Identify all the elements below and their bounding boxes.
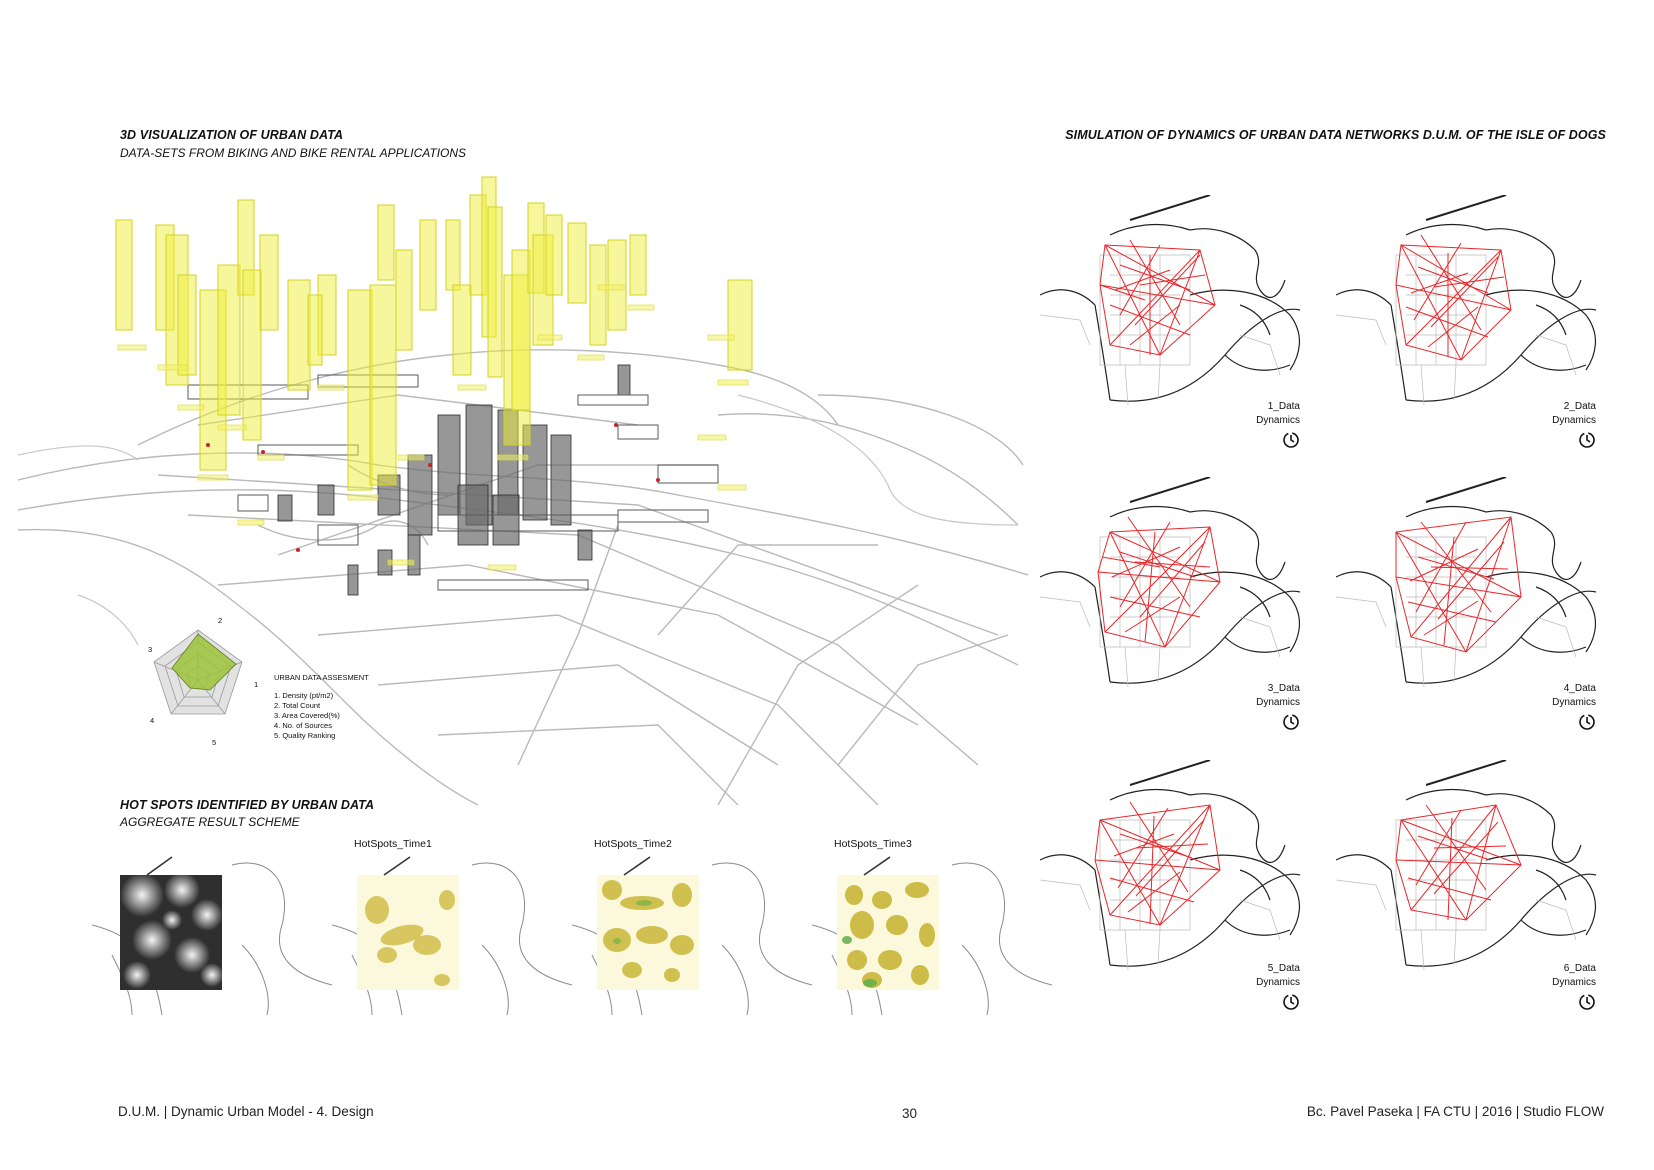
network-label-line1: 5_Data xyxy=(1267,963,1300,974)
network-map-5 xyxy=(1040,760,1301,971)
radar-axis-label-1: 1 xyxy=(254,680,259,689)
network-map-4 xyxy=(1336,477,1597,688)
network-label-5: 5_Data Dynamics xyxy=(1220,962,1300,990)
yellow-data-slabs xyxy=(117,284,749,571)
assessment-item: 5. Quality Ranking xyxy=(274,731,336,740)
red-data-points xyxy=(206,423,660,552)
network-map-3 xyxy=(1040,477,1301,688)
network-label-line2: Dynamics xyxy=(1256,977,1300,988)
network-label-3: 3_Data Dynamics xyxy=(1220,682,1300,710)
hotspot-map-time3 xyxy=(812,856,1052,1015)
footer-right: Bc. Pavel Paseka | FA CTU | 2016 | Studi… xyxy=(1306,1104,1604,1119)
network-label-1: 1_Data Dynamics xyxy=(1220,400,1300,428)
assessment-legend: URBAN DATA ASSESMENT 1. Density (pt/m2) … xyxy=(274,673,369,741)
network-label-line1: 3_Data xyxy=(1267,683,1300,694)
network-label-4: 4_Data Dynamics xyxy=(1516,682,1596,710)
clock-icon xyxy=(1579,432,1595,448)
assessment-item: 3. Area Covered(%) xyxy=(274,711,340,720)
urban-data-radar-chart xyxy=(153,629,243,715)
radar-axis-label-5: 5 xyxy=(212,738,217,747)
network-label-line2: Dynamics xyxy=(1256,415,1300,426)
network-edges xyxy=(1395,804,1522,921)
network-edges xyxy=(1099,239,1216,356)
network-map-6 xyxy=(1336,760,1597,971)
assessment-title: URBAN DATA ASSESMENT xyxy=(274,673,369,682)
clock-icon xyxy=(1283,432,1299,448)
network-label-line1: 1_Data xyxy=(1267,401,1300,412)
network-label-line2: Dynamics xyxy=(1552,697,1596,708)
right-section-title: SIMULATION OF DYNAMICS OF URBAN DATA NET… xyxy=(1065,128,1606,142)
network-map-2 xyxy=(1336,195,1597,406)
assessment-item: 2. Total Count xyxy=(274,701,321,710)
network-label-line1: 4_Data xyxy=(1563,683,1596,694)
clock-icon xyxy=(1283,994,1299,1010)
left-section-subtitle: DATA-SETS FROM BIKING AND BIKE RENTAL AP… xyxy=(120,146,467,160)
urban-3d-visualization xyxy=(18,176,1028,805)
gray-buildings xyxy=(277,364,631,596)
network-label-line1: 6_Data xyxy=(1563,963,1596,974)
footer-left: D.U.M. | Dynamic Urban Model - 4. Design xyxy=(118,1104,374,1119)
clock-icon xyxy=(1579,994,1595,1010)
network-label-line2: Dynamics xyxy=(1552,415,1596,426)
network-label-line2: Dynamics xyxy=(1256,697,1300,708)
assessment-item: 4. No. of Sources xyxy=(274,721,332,730)
radar-axis-label-3: 3 xyxy=(148,645,153,654)
clock-icon xyxy=(1283,714,1299,730)
river-outline xyxy=(18,394,1019,646)
network-label-2: 2_Data Dynamics xyxy=(1516,400,1596,428)
clock-icon xyxy=(1579,714,1595,730)
network-edges xyxy=(1097,516,1221,648)
radar-series xyxy=(171,633,237,691)
hotspot-label-time2: HotSpots_Time2 xyxy=(594,838,672,850)
hotspot-map-time2 xyxy=(572,856,812,1015)
radar-axis-label-2: 2 xyxy=(218,616,223,625)
hotspots-title: HOT SPOTS IDENTIFIED BY URBAN DATA xyxy=(120,798,375,812)
network-label-6: 6_Data Dynamics xyxy=(1516,962,1596,990)
hotspot-label-time1: HotSpots_Time1 xyxy=(354,838,432,850)
assessment-item: 1. Density (pt/m2) xyxy=(274,691,334,700)
yellow-data-columns xyxy=(115,176,753,491)
radar-axis-label-4: 4 xyxy=(150,716,155,725)
hotspot-map-aggregate xyxy=(92,856,332,1015)
hotspot-map-time1 xyxy=(332,856,572,1015)
network-edges xyxy=(1094,801,1221,926)
page-number: 30 xyxy=(902,1106,918,1121)
network-edges xyxy=(1395,516,1522,653)
left-section-title: 3D VISUALIZATION OF URBAN DATA xyxy=(120,128,344,142)
network-map-1 xyxy=(1040,195,1301,406)
hotspot-label-time3: HotSpots_Time3 xyxy=(834,838,912,850)
network-edges xyxy=(1395,234,1512,361)
network-label-line1: 2_Data xyxy=(1563,401,1596,412)
hotspots-subtitle: AGGREGATE RESULT SCHEME xyxy=(120,815,300,829)
network-label-line2: Dynamics xyxy=(1552,977,1596,988)
